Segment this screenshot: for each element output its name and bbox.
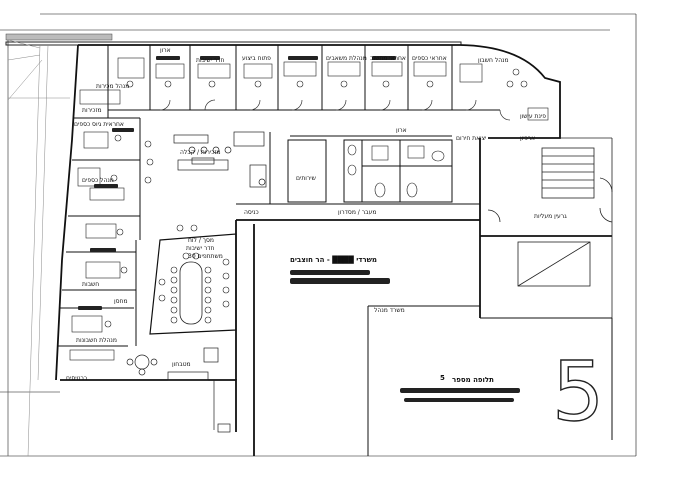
label-smoking: פינת עישון [520,113,546,120]
label-entrance: כניסה [244,209,259,216]
label-manager-rooms: מנהל מכירות [96,83,129,90]
building-walls [55,44,612,456]
service-core [236,132,480,205]
sheet-border [0,13,637,457]
label-storage: ארון [396,127,407,134]
label-north-7: ארון [160,47,171,54]
label-reception: מזכירות / קבלה [180,149,221,156]
left-exterior-hatch [7,39,70,457]
plate-number: 5 [552,345,604,440]
label-toilets: שירותים [296,175,316,182]
label-exit: יציאת חירום [456,135,486,142]
label-north-3: אחראי מחשוב [370,55,406,62]
label-meeting-top: מסך / לוח [188,237,214,244]
north-desks [117,57,549,121]
label-west-1: מזכירות [82,107,102,114]
north-offices [107,45,500,118]
label-spare: מחסן [114,298,128,305]
stair-core [487,137,613,330]
north-door-swings [159,99,511,121]
label-north-6: חדר ישיבות [196,57,225,64]
label-west-3: מנהל כספים [82,177,114,184]
label-bottom-west: כרטיסים [66,375,87,382]
plan-title: משרדי ████ - הר חוצבים [290,255,377,264]
label-meeting: חדר ישיבות [186,245,215,252]
label-west-2: אחראית גיוס כספים [74,121,124,128]
label-north-5: פתוח ביצוע [242,55,271,62]
room-labels: מנהל חשבון אחראי כספים אחראי מחשוב מנהלת… [66,47,567,382]
label-west-5: חשבות [82,281,99,288]
lower-area [367,305,613,456]
label-north-1: מנהל חשבון [478,57,509,64]
label-north-4: מנהלת משאבים [326,55,367,62]
label-stairs: גרעין מעליות [534,213,567,220]
label-west-6: מנהלת חשבונות [76,337,117,344]
label-corridor: מעבר / מסדרון [338,209,376,216]
label-mgr-office: משרד מנהל [374,307,405,314]
label-north-2: אחראי כספים [412,55,447,62]
meeting-room [149,224,237,335]
west-desks [69,89,154,361]
label-kitchen: מטבחון [172,361,191,368]
redaction-marks [78,56,520,402]
option-subtitle: תלופה מספר [452,376,494,384]
label-meeting-sub: 30 משתתפים [188,253,223,260]
top-hatched-strip [5,33,462,46]
option-number: 5 [440,374,445,382]
kitchen [126,347,231,433]
west-offices [58,117,141,347]
label-archive: ארכיון [520,135,535,142]
toilet-fixtures [347,144,445,198]
reception-area [173,131,267,188]
